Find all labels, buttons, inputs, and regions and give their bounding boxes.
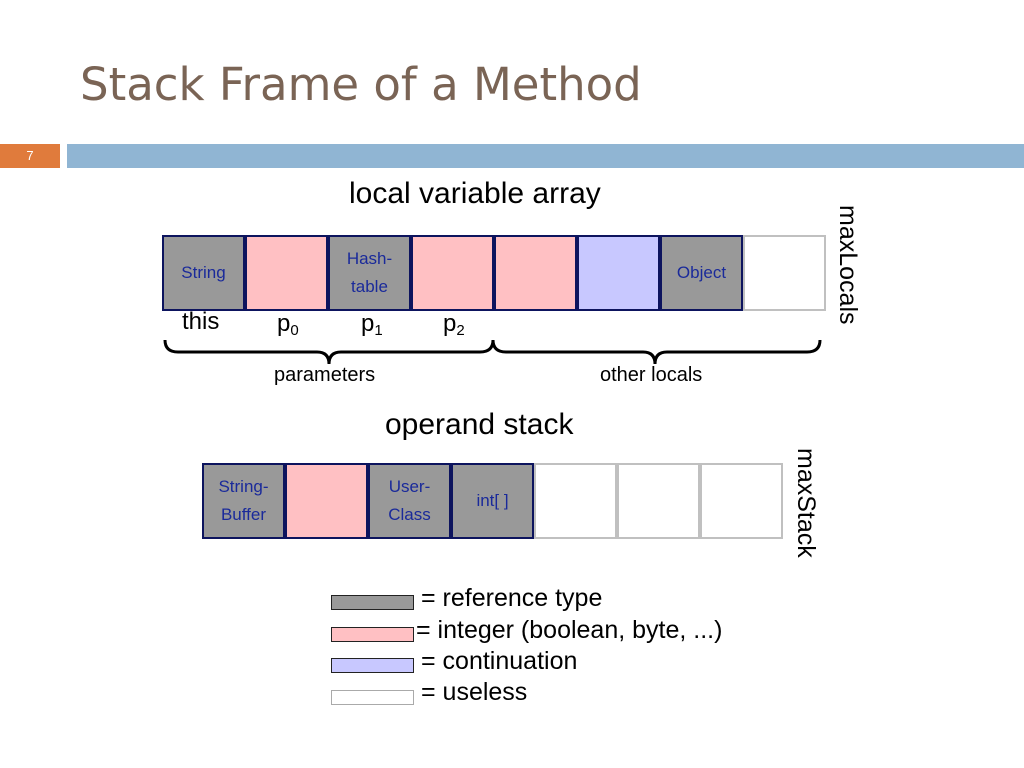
local-cell-reference: Hash-table xyxy=(328,235,411,311)
cell-label-line: String xyxy=(181,263,226,282)
stack-cell-useless xyxy=(617,463,700,539)
local-cell-integer xyxy=(494,235,577,311)
legend-swatch-integer xyxy=(331,627,414,642)
cell-label-line: String- xyxy=(218,477,269,496)
slide-title: Stack Frame of a Method xyxy=(80,58,642,111)
parameters-brace xyxy=(163,339,495,365)
cell-label-line: table xyxy=(351,277,388,296)
slot-label-p2: p2 xyxy=(443,310,465,339)
legend-useless: = useless xyxy=(421,678,528,706)
local-cell-label: Hash-table xyxy=(347,245,392,301)
header-accent-bar xyxy=(67,144,1024,168)
stack-cell-reference: int[ ] xyxy=(451,463,534,539)
stack-cell-reference: User- Class xyxy=(368,463,451,539)
local-cell-label: String xyxy=(181,259,225,287)
stack-cell-label: User- Class xyxy=(388,473,431,529)
slot-label-this: this xyxy=(182,308,220,335)
cell-label-line: int[ ] xyxy=(476,491,509,510)
operand-stack-heading: operand stack xyxy=(385,408,574,441)
legend-continuation: = continuation xyxy=(421,647,578,675)
operand-stack: String- Buffer User- Class int[ ] xyxy=(202,463,783,539)
local-variable-array: String Hash-table Object xyxy=(162,235,826,311)
cell-label-line: Hash- xyxy=(346,249,393,268)
legend-swatch-continuation xyxy=(331,658,414,673)
cell-label-line: Object xyxy=(676,263,727,282)
stack-cell-useless xyxy=(700,463,783,539)
local-variable-array-heading: local variable array xyxy=(349,177,601,210)
legend-reference-type: = reference type xyxy=(421,584,603,612)
other-locals-brace xyxy=(491,339,822,365)
cell-label-line: Class xyxy=(388,505,431,524)
local-cell-integer xyxy=(411,235,494,311)
stack-cell-label: String- Buffer xyxy=(218,473,268,529)
other-locals-label: other locals xyxy=(600,364,703,386)
stack-cell-integer xyxy=(285,463,368,539)
parameters-label: parameters xyxy=(274,364,376,386)
slot-label-p0: p0 xyxy=(277,310,299,339)
stack-cell-reference: String- Buffer xyxy=(202,463,285,539)
local-cell-useless xyxy=(743,235,826,311)
cell-label-line: Buffer xyxy=(220,505,267,524)
cell-label-line: User- xyxy=(388,477,431,496)
stack-cell-label: int[ ] xyxy=(476,487,508,515)
local-cell-reference: String xyxy=(162,235,245,311)
local-cell-integer xyxy=(245,235,328,311)
legend-integer: = integer (boolean, byte, ...) xyxy=(416,616,723,644)
local-cell-label: Object xyxy=(677,259,726,287)
legend-swatch-reference xyxy=(331,595,414,610)
local-cell-continuation xyxy=(577,235,660,311)
local-cell-reference: Object xyxy=(660,235,743,311)
slide-number: 7 xyxy=(0,144,60,168)
legend-swatch-useless xyxy=(331,690,414,705)
slot-label-p1: p1 xyxy=(361,310,383,339)
stack-cell-useless xyxy=(534,463,617,539)
max-stack-label: maxStack xyxy=(792,448,820,558)
